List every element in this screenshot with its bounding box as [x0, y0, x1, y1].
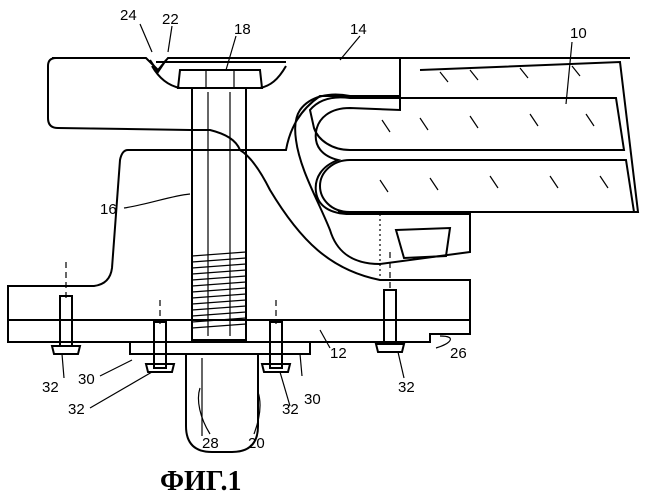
screw-left-inner: [146, 322, 174, 372]
label-10: 10: [570, 25, 587, 42]
label-26: 26: [450, 345, 467, 362]
label-32-right-outer: 32: [398, 379, 415, 396]
label-28: 28: [202, 435, 219, 452]
screw-left-outer: [52, 296, 80, 354]
label-32-left-inner: 32: [68, 401, 85, 418]
bolt-head-18: [150, 60, 286, 88]
label-12: 12: [330, 345, 347, 362]
label-20: 20: [248, 435, 265, 452]
label-14: 14: [350, 21, 367, 38]
bolt-16: [192, 88, 246, 340]
leader-lines: [62, 24, 572, 434]
figure-caption: ФИГ.1: [160, 466, 241, 497]
label-24: 24: [120, 7, 137, 24]
screw-right-inner: [262, 322, 290, 372]
label-16: 16: [100, 201, 117, 218]
label-32-left-outer: 32: [42, 379, 59, 396]
glass-panel-10: [310, 62, 638, 212]
label-18: 18: [234, 21, 251, 38]
label-30-right: 30: [304, 391, 321, 408]
label-30-left: 30: [78, 371, 95, 388]
label-32-right-inner: 32: [282, 401, 299, 418]
upper-body-14: [48, 58, 630, 150]
label-22: 22: [162, 11, 179, 28]
